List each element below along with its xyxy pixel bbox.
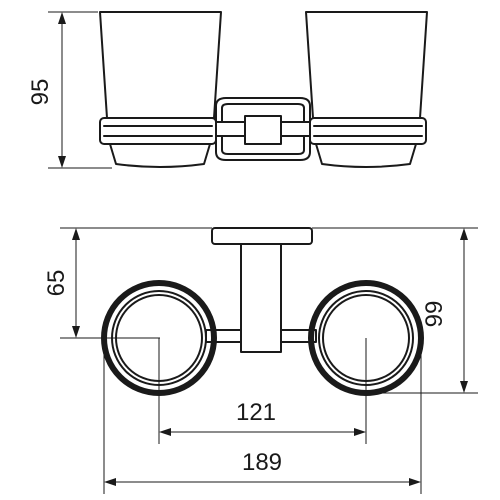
wall-plate: [211, 227, 313, 245]
dim-label-99: 99: [421, 301, 448, 328]
left-glass: [99, 11, 222, 119]
right-arm: [280, 329, 317, 343]
left-cup-bottom: [109, 143, 211, 168]
right-ring-band: [309, 117, 427, 145]
dim-total-width-189: 189: [103, 338, 422, 494]
dim-label-121: 121: [236, 399, 276, 426]
dim-depth-65: 65: [43, 227, 212, 339]
dim-depth-99: 99: [312, 227, 478, 394]
right-glass: [305, 11, 428, 119]
dim-label-189: 189: [242, 449, 282, 476]
center-hub: [244, 115, 282, 145]
top-view: [101, 227, 424, 396]
dim-center-spacing-121: 121: [158, 338, 367, 444]
left-ring-band: [99, 117, 217, 145]
front-view: [99, 11, 428, 168]
post: [240, 243, 282, 353]
dim-label-65: 65: [43, 270, 70, 297]
dim-label-95: 95: [27, 79, 54, 106]
right-cup-bottom: [315, 143, 417, 168]
dim-height-front: 95: [27, 11, 112, 169]
